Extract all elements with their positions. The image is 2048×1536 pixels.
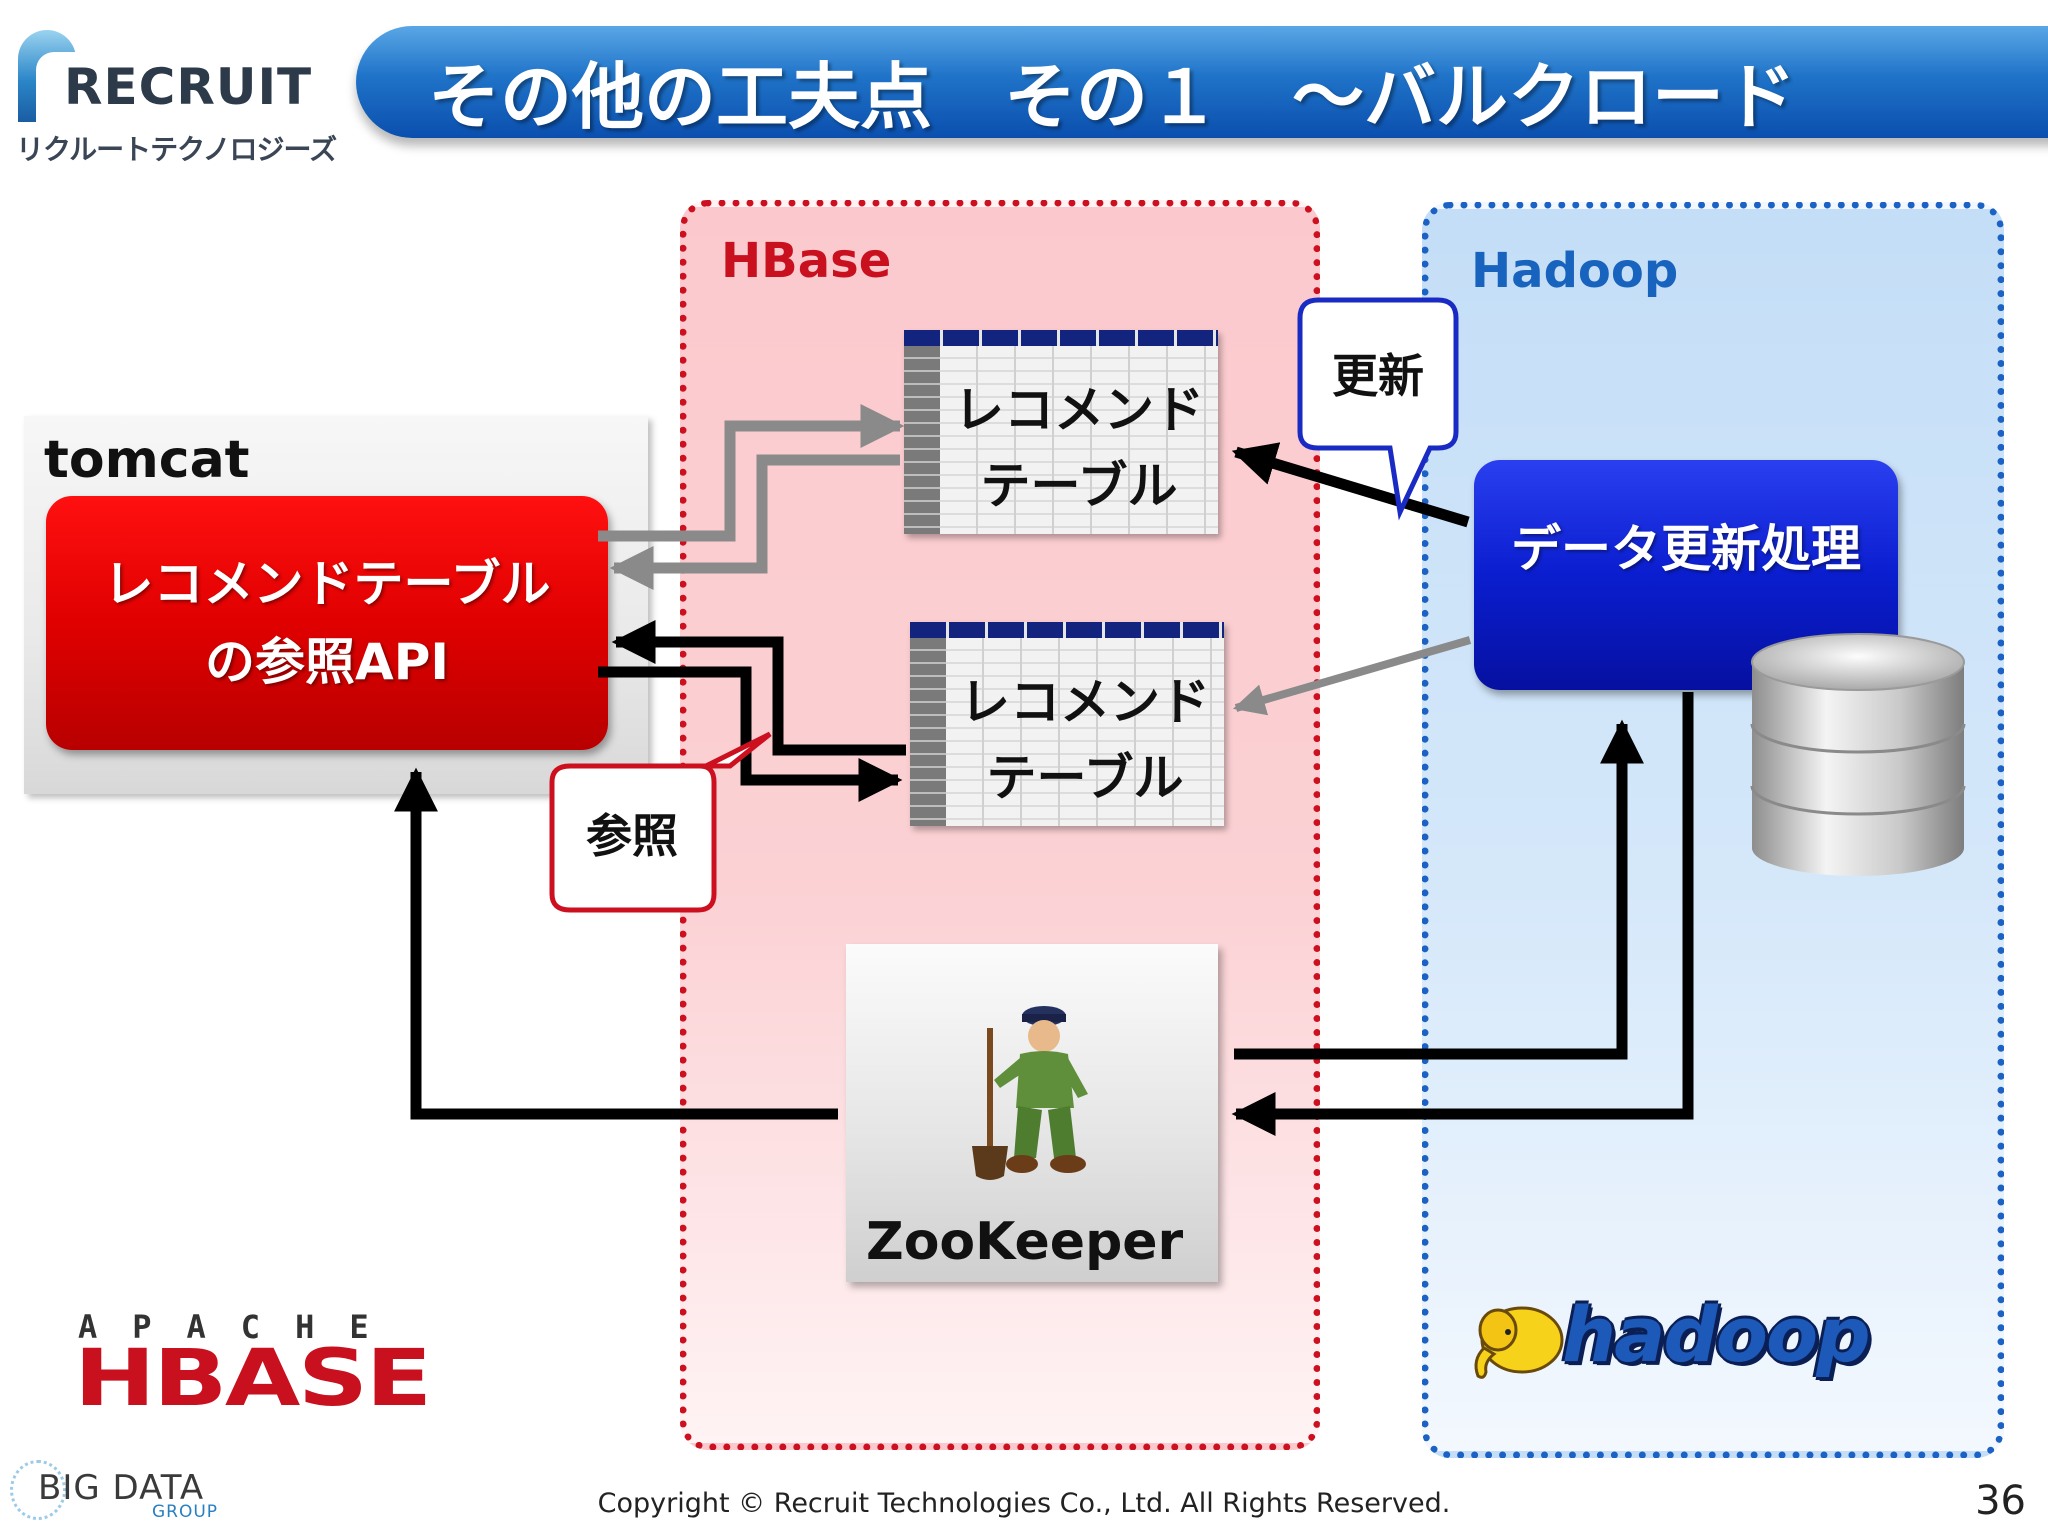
black-arrow-bottom-table-to-api — [611, 620, 906, 756]
table-row-header — [904, 346, 940, 534]
hadoop-elephant-icon — [1474, 1306, 1564, 1379]
table-label: レコメンド テーブル — [946, 664, 1224, 816]
black-arrow-api-to-bottom-table — [598, 666, 903, 802]
table-header-row — [910, 622, 1224, 638]
api-label-line2: の参照API — [205, 633, 449, 691]
data-update-process-label: データ更新処理 — [1511, 520, 1861, 578]
zookeeper-label: ZooKeeper — [866, 1212, 1184, 1272]
api-label-line1: レコメンドテーブル — [103, 555, 551, 613]
gray-arrow-api-to-top-table — [598, 404, 905, 542]
black-arrow-process-to-zookeeper — [1231, 692, 1694, 1136]
table-label-line2: テーブル — [980, 457, 1178, 515]
recommend-table-bottom: レコメンド テーブル — [910, 622, 1224, 826]
recommend-table-top: レコメンド テーブル — [904, 330, 1218, 534]
table-label: レコメンド テーブル — [940, 372, 1218, 524]
big-data-text: BIG DATA — [38, 1468, 205, 1508]
recruit-logo: RECRUIT リクルートテクノロジーズ — [14, 24, 344, 166]
apache-hbase-logo: APACHE HBASE — [74, 1308, 432, 1428]
copyright-footer: Copyright © Recruit Technologies Co., Lt… — [597, 1488, 1451, 1519]
table-label-line2: テーブル — [986, 749, 1184, 807]
black-arrow-process-to-top-table — [1231, 442, 1470, 528]
title-bar: その他の工夫点 その１ ～バルクロード — [356, 26, 2048, 139]
table-cells — [946, 638, 1224, 826]
tomcat-label: tomcat — [44, 430, 250, 490]
hbase-logo-text: HBASE — [74, 1334, 432, 1424]
big-data-ring-icon — [10, 1460, 66, 1520]
recruit-r-mark-icon — [18, 30, 76, 122]
page-number: 36 — [1975, 1478, 2026, 1524]
recommend-api-box: レコメンドテーブル の参照API — [46, 496, 608, 750]
zookeeper-mascot-icon — [972, 1006, 1088, 1180]
recruit-wordmark: RECRUIT — [64, 58, 313, 116]
apache-logo-text: APACHE — [78, 1308, 404, 1346]
hadoop-logo: hadoop — [1468, 1290, 1871, 1386]
table-row-header — [910, 638, 946, 826]
database-icon — [1750, 633, 1966, 876]
recruit-logo-subtitle: リクルートテクノロジーズ — [16, 133, 337, 166]
reference-callout — [549, 731, 772, 913]
black-arrow-zookeeper-to-api — [394, 767, 838, 1120]
hadoop-region-label: Hadoop — [1471, 243, 1679, 299]
gray-arrow-top-table-to-api — [609, 454, 900, 590]
hbase-region-label: HBase — [721, 233, 892, 289]
big-data-group-text: GROUP — [152, 1502, 219, 1522]
update-callout-label: 更新 — [1332, 349, 1424, 403]
table-cells — [940, 346, 1218, 534]
table-header-row — [904, 330, 1218, 346]
table-label-line1: レコメンド — [954, 381, 1204, 439]
black-arrow-zookeeper-to-process — [1234, 719, 1644, 1060]
table-label-line1: レコメンド — [960, 673, 1210, 731]
zookeeper-box: ZooKeeper — [846, 944, 1218, 1282]
gray-arrow-process-to-bottom-table — [1232, 636, 1472, 716]
reference-callout-label: 参照 — [586, 809, 678, 863]
big-data-group-logo: BIG DATA GROUP — [10, 1460, 250, 1530]
hadoop-logo-text: hadoop — [1562, 1290, 1871, 1379]
update-callout — [1297, 297, 1459, 521]
slide-title: その他の工夫点 その１ ～バルクロード — [428, 55, 1797, 139]
